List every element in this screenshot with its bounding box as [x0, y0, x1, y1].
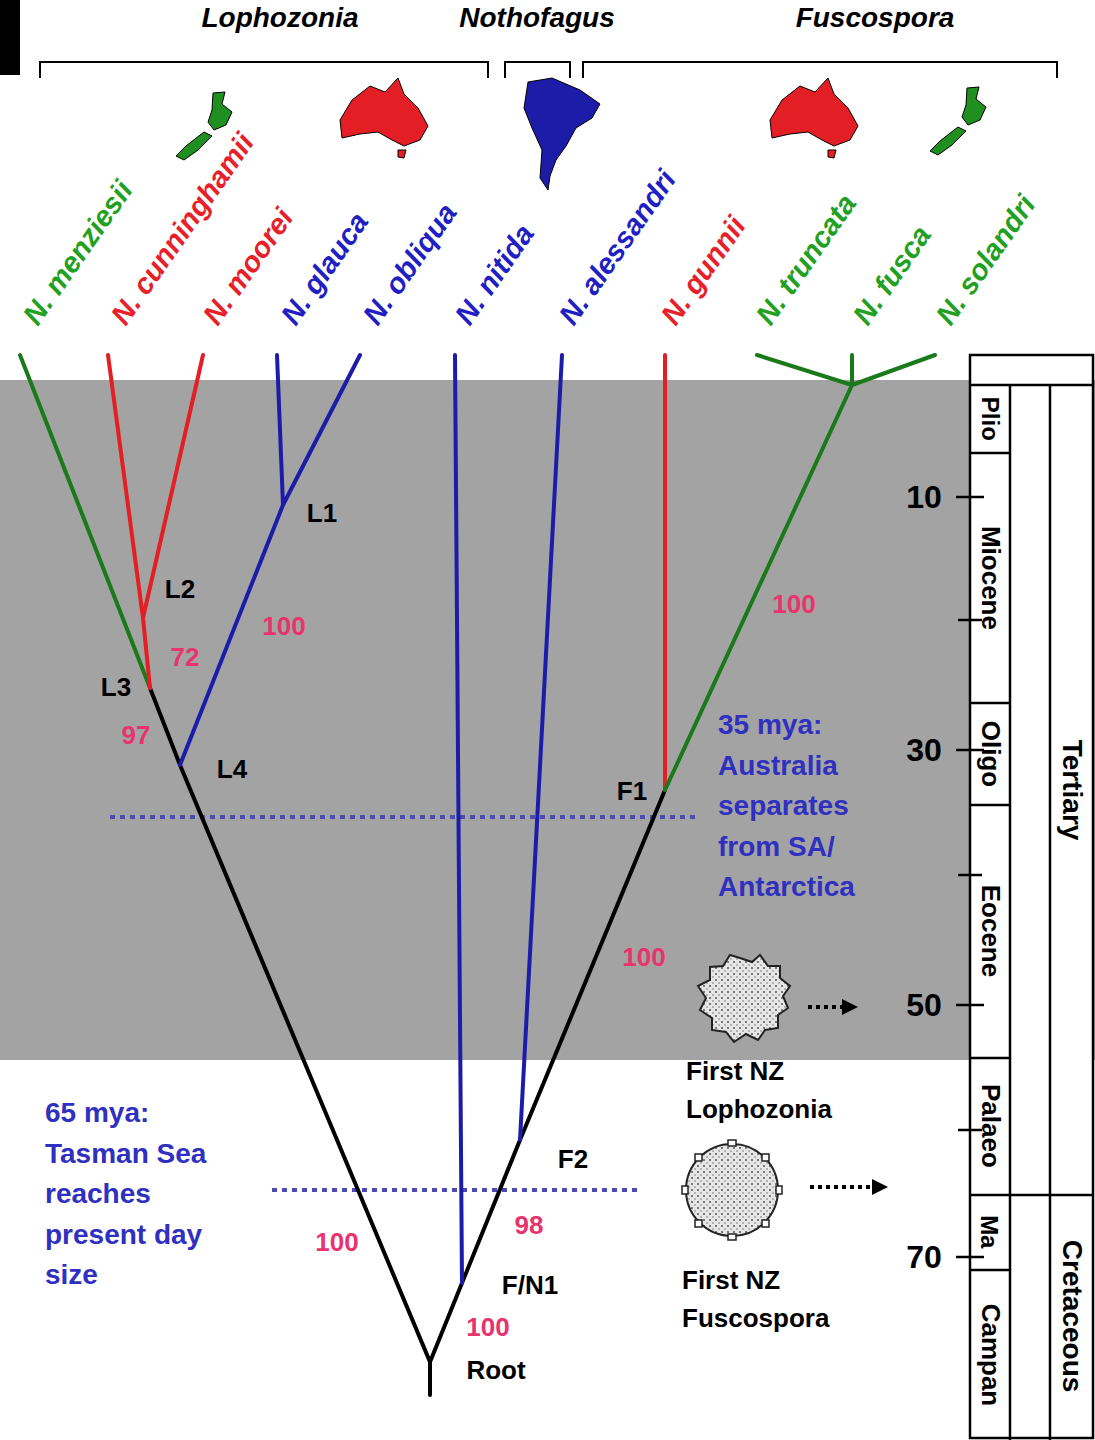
- fossil-note: First NZ Fuscospora: [682, 1262, 892, 1337]
- event-note: 65 mya: Tasman Sea reaches present day s…: [45, 1093, 215, 1296]
- event-lines: [110, 817, 695, 1190]
- epoch-name: Miocene: [975, 526, 1005, 630]
- clade-name: Fuscospora: [796, 2, 955, 34]
- support-value: 100: [262, 612, 305, 642]
- axis-number: 50: [906, 987, 942, 1024]
- clade-brackets: [40, 62, 1057, 78]
- epoch-name: Eocene: [975, 885, 1005, 978]
- node-label: F/N1: [502, 1271, 558, 1301]
- node-label: L1: [307, 499, 337, 529]
- node-label: F1: [617, 777, 647, 807]
- support-value: 100: [315, 1228, 358, 1258]
- axis-number: 30: [906, 732, 942, 769]
- epoch-name: Ma: [976, 1215, 1004, 1248]
- node-label: L3: [101, 673, 131, 703]
- arrow-heads: [842, 999, 888, 1195]
- clade-name: Lophozonia: [201, 2, 358, 34]
- species-name: N. nitida: [448, 219, 541, 332]
- event-note: 35 mya: Australia separates from SA/ Ant…: [718, 705, 898, 908]
- map-icons: [176, 78, 986, 190]
- epoch-name: Plio: [976, 397, 1004, 441]
- support-value: 100: [622, 943, 665, 973]
- axis-number: 70: [906, 1239, 942, 1276]
- epoch-name: Palaeo: [975, 1084, 1005, 1168]
- clade-name: Nothofagus: [459, 2, 615, 34]
- species-name: N. fusca: [846, 220, 938, 332]
- node-label: L4: [217, 755, 247, 785]
- corner-bar: [0, 0, 20, 75]
- period-name: Tertiary: [1056, 740, 1088, 841]
- time-scale: [956, 355, 1093, 1440]
- fossil-note: First NZ Lophozonia: [686, 1053, 896, 1128]
- support-value: 72: [171, 643, 200, 673]
- epoch-name: Oligo: [975, 721, 1005, 787]
- epoch-name: Campan: [975, 1304, 1005, 1407]
- node-label: L2: [165, 575, 195, 605]
- tree-branches: [20, 355, 935, 1395]
- species-name: N. gunnii: [654, 211, 752, 332]
- species-name: N. solandri: [929, 190, 1042, 332]
- support-value: 98: [515, 1211, 544, 1241]
- support-value: 100: [772, 590, 815, 620]
- support-value: 100: [466, 1313, 509, 1343]
- support-value: 97: [122, 721, 151, 751]
- node-label: F2: [558, 1145, 588, 1175]
- period-name: Cretaceous: [1056, 1240, 1088, 1393]
- node-label: Root: [466, 1356, 525, 1386]
- species-name: N. obliqua: [356, 198, 464, 332]
- axis-number: 10: [906, 479, 942, 516]
